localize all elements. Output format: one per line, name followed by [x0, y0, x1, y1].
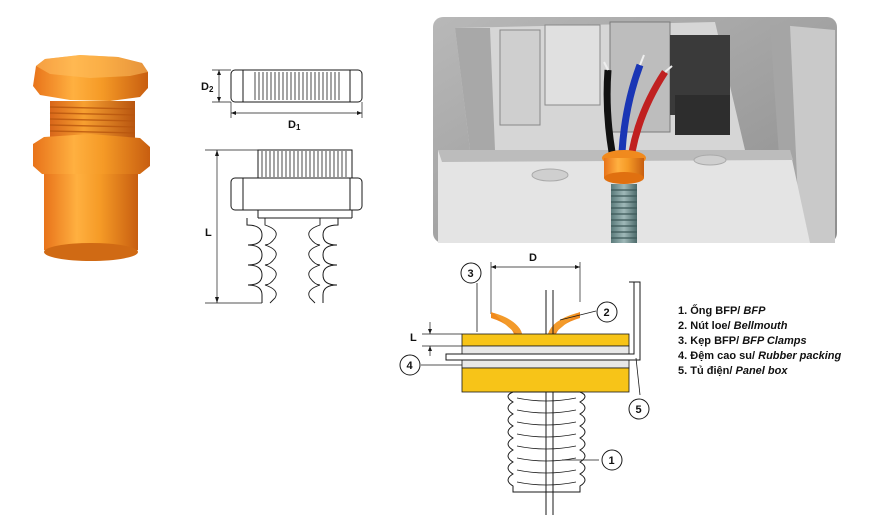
- svg-text:2: 2: [604, 307, 610, 319]
- callout-4: 4: [399, 354, 421, 376]
- callout-2: 2: [596, 301, 618, 323]
- dim-diameter-label: D: [529, 252, 537, 264]
- clamp-plate-top: [461, 333, 630, 347]
- nut-dimension-drawing: [212, 69, 363, 118]
- panel-box-photo: [433, 17, 837, 243]
- nut-section: [230, 177, 363, 211]
- assembly-length-drawing: [205, 149, 363, 304]
- legend-item: 2. Nút loe/ Bellmouth: [678, 320, 788, 332]
- svg-text:5: 5: [636, 404, 642, 416]
- dim-thickness-label: L: [410, 332, 417, 344]
- legend-item: 1. Ống BFP/ BFP: [678, 305, 766, 317]
- parts-legend: 1. Ống BFP/ BFP 2. Nút loe/ Bellmouth 3.…: [678, 304, 878, 379]
- callout-5: 5: [628, 398, 650, 420]
- nut-outline: [230, 69, 363, 103]
- dim-d2-label: D2: [201, 81, 214, 94]
- dim-length-label: L: [205, 227, 212, 239]
- callout-3: 3: [460, 262, 482, 284]
- fitting-3d-illustration: [33, 55, 150, 261]
- clamp-plate-bottom: [461, 367, 630, 393]
- installation-section-diagram: D: [399, 252, 650, 515]
- panel-wall: [445, 281, 641, 361]
- svg-text:3: 3: [468, 268, 474, 280]
- legend-item: 5. Tủ điện/ Panel box: [678, 365, 788, 377]
- svg-text:4: 4: [407, 360, 414, 372]
- legend-item: 4. Đệm cao su/ Rubber packing: [678, 350, 842, 362]
- callout-1: 1: [601, 449, 623, 471]
- dim-d1-label: D1: [288, 119, 301, 132]
- legend-item: 3. Kẹp BFP/ BFP Clamps: [678, 335, 807, 347]
- svg-text:1: 1: [609, 455, 615, 467]
